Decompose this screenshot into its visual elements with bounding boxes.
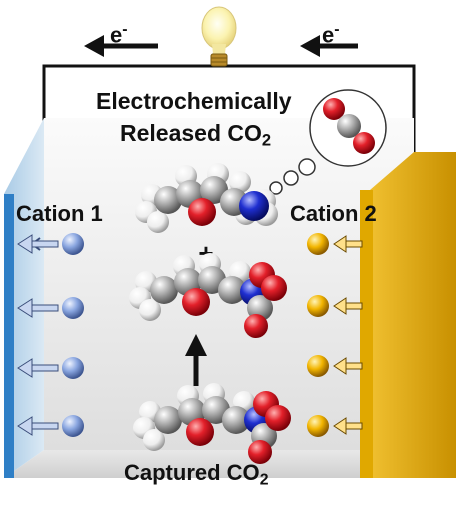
release-label-line1: Electrochemically xyxy=(96,88,292,114)
light-bulb-icon xyxy=(201,6,237,67)
co2-molecule-icon xyxy=(323,98,375,154)
cation-1-sphere xyxy=(17,297,84,319)
cation-1-label: Cation 1 xyxy=(16,201,103,226)
captured-carbamate-molecule-icon xyxy=(133,383,291,464)
right-electrode-face xyxy=(370,152,456,478)
captured-co2-label: Captured CO2 xyxy=(124,460,269,489)
cation-1-column xyxy=(17,233,84,437)
reaction-arrow-up xyxy=(185,334,207,386)
cation-1-sphere xyxy=(17,357,84,379)
cation-2-column xyxy=(307,233,363,437)
cation-1-sphere xyxy=(17,415,84,437)
electron-flow-arrow-right xyxy=(300,35,358,57)
electron-flow-arrow-left xyxy=(84,35,158,57)
amine-molecule-icon xyxy=(135,163,278,233)
release-label-line2: Released CO2 xyxy=(120,120,272,150)
carbamate-molecule-icon xyxy=(129,253,287,338)
cation-1-sphere xyxy=(17,233,84,255)
cation-2-label: Cation 2 xyxy=(290,201,377,226)
cation-2-sphere xyxy=(307,295,363,317)
electron-label-right: e- xyxy=(322,21,340,48)
left-electrode xyxy=(4,194,14,478)
electron-label-left: e- xyxy=(110,21,128,48)
cation-2-sphere xyxy=(307,233,363,255)
right-electrode xyxy=(360,190,373,478)
cation-2-sphere xyxy=(307,415,363,437)
cation-2-sphere xyxy=(307,355,363,377)
